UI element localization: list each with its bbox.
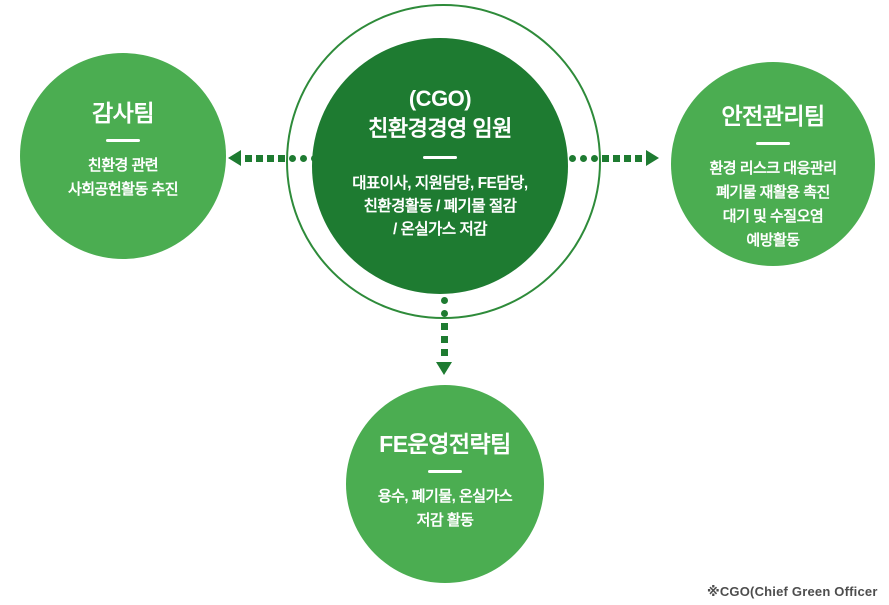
team-title-safety: 안전관리팀 xyxy=(721,103,825,129)
divider xyxy=(756,142,790,145)
team-body-line: 폐기물 재활용 촉진 xyxy=(716,184,830,201)
team-body-audit: 친환경 관련 사회공헌활동 추진 xyxy=(67,154,179,202)
dotted-arrow-right xyxy=(569,150,659,166)
team-body-fe-strategy: 용수, 폐기물, 온실가스 저감 활동 xyxy=(377,485,513,533)
center-title-line1: (CGO) xyxy=(408,86,472,111)
team-body-line: 저감 활동 xyxy=(416,512,474,529)
team-circle-safety: 안전관리팀 환경 리스크 대응관리 폐기물 재활용 촉진 대기 및 수질오염 예… xyxy=(671,62,875,266)
team-title-audit: 감사팀 xyxy=(92,100,154,126)
center-ring-outline xyxy=(286,4,601,319)
team-circle-fe-strategy: FE운영전략팀 용수, 폐기물, 온실가스 저감 활동 xyxy=(346,385,544,583)
team-body-line: 예방활동 xyxy=(746,232,800,249)
team-title-fe-strategy: FE운영전략팀 xyxy=(379,431,511,457)
team-body-line: 환경 리스크 대응관리 xyxy=(709,160,837,177)
divider xyxy=(106,139,140,142)
arrowhead-right-icon xyxy=(646,150,659,166)
team-body-line: 친환경 관련 xyxy=(87,157,159,174)
center-body-line: 친환경활동 / 폐기물 절감 xyxy=(363,198,517,215)
arrowhead-down-icon xyxy=(436,362,452,375)
center-circle-cgo: (CGO) 친환경경영 임원 대표이사, 지원담당, FE담당, 친환경활동 /… xyxy=(312,38,568,294)
center-body-line: / 온실가스 저감 xyxy=(393,221,487,238)
center-title-line2: 친환경경영 임원 xyxy=(368,116,512,141)
team-circle-audit: 감사팀 친환경 관련 사회공헌활동 추진 xyxy=(20,53,226,259)
center-body: 대표이사, 지원담당, FE담당, 친환경활동 / 폐기물 절감 / 온실가스 … xyxy=(352,172,528,241)
arrowhead-left-icon xyxy=(228,150,241,166)
team-body-line: 사회공헌활동 추진 xyxy=(67,181,179,198)
divider xyxy=(423,156,457,159)
team-body-safety: 환경 리스크 대응관리 폐기물 재활용 촉진 대기 및 수질오염 예방활동 xyxy=(709,157,837,253)
team-body-line: 대기 및 수질오염 xyxy=(722,208,824,225)
team-body-line: 용수, 폐기물, 온실가스 xyxy=(377,488,513,505)
cgo-footnote: ※CGO(Chief Green Officer xyxy=(707,584,878,599)
dotted-arrow-left xyxy=(228,150,318,166)
divider xyxy=(428,470,462,473)
dotted-arrow-down xyxy=(436,297,452,375)
center-body-line: 대표이사, 지원담당, FE담당, xyxy=(352,175,528,192)
